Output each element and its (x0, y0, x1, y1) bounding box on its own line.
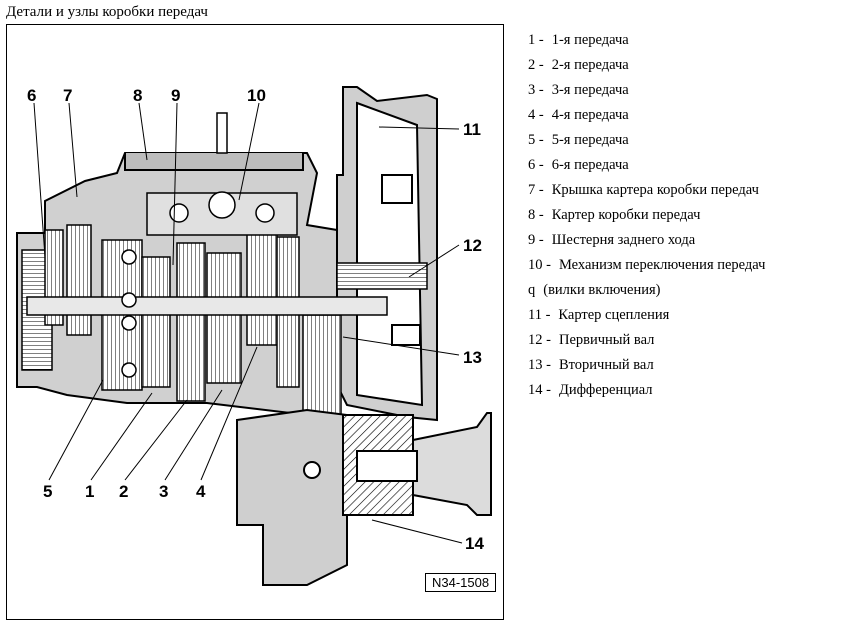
legend-item: 1 - 1-я передача (528, 30, 765, 55)
legend-number: 14 - (528, 382, 551, 398)
legend-text: 6-я передача (551, 157, 629, 173)
callout-9: 9 (171, 86, 180, 105)
legend-text: (вилки включения) (543, 282, 661, 298)
callout-1: 1 (85, 482, 94, 501)
legend-number: 3 - (528, 82, 544, 98)
legend-item: 7 - Крышка картера коробки передач (528, 180, 765, 205)
callout-11: 11 (463, 120, 481, 139)
legend-text: 5-я передача (551, 132, 629, 148)
gearbox-drawing: 6 7 8 9 10 11 12 13 14 5 1 2 3 4 (16, 86, 492, 586)
legend-item: 10 - Механизм переключения передач (528, 255, 765, 280)
legend-item: 6 - 6-я передача (528, 155, 765, 180)
legend-text: Шестерня заднего хода (551, 232, 696, 248)
callout-5: 5 (43, 482, 52, 501)
legend-item: 2 - 2-я передача (528, 55, 765, 80)
gearbox-diagram: 6 7 8 9 10 11 12 13 14 5 1 2 3 4 (6, 24, 504, 620)
callout-13: 13 (463, 348, 482, 367)
legend-number: 10 - (528, 257, 551, 273)
legend-item: 11 - Картер сцепления (528, 305, 765, 330)
legend-item: 3 - 3-я передача (528, 80, 765, 105)
legend-text: 1-я передача (551, 32, 629, 48)
legend-item: 12 - Первичный вал (528, 330, 765, 355)
legend-item: 5 - 5-я передача (528, 130, 765, 155)
legend: 1 - 1-я передача 2 - 2-я передача 3 - 3-я п… (528, 30, 765, 405)
callout-3: 3 (159, 482, 168, 501)
legend-number: q (528, 282, 536, 298)
callout-7: 7 (63, 86, 72, 105)
legend-text: Крышка картера коробки передач (551, 182, 759, 198)
clutch-housing (336, 86, 438, 422)
callout-8: 8 (133, 86, 142, 105)
legend-text: 4-я передача (551, 107, 629, 123)
legend-item: 8 - Картер коробки передач (528, 205, 765, 230)
legend-text: 3-я передача (551, 82, 629, 98)
legend-text: Первичный вал (558, 332, 655, 348)
legend-item: 9 - Шестерня заднего хода (528, 230, 765, 255)
legend-number: 7 - (528, 182, 544, 198)
differential (236, 408, 492, 586)
callout-14: 14 (465, 534, 484, 553)
legend-number: 11 - (528, 307, 551, 323)
legend-number: 1 - (528, 32, 544, 48)
legend-item: 14 - Дифференциал (528, 380, 765, 405)
legend-text: Дифференциал (558, 382, 653, 398)
callout-4: 4 (196, 482, 206, 501)
figure-reference: N34-1508 (425, 573, 497, 592)
callout-10: 10 (247, 86, 266, 105)
callout-2: 2 (119, 482, 128, 501)
legend-item: 4 - 4-я передача (528, 105, 765, 130)
legend-number: 2 - (528, 57, 544, 73)
legend-number: 9 - (528, 232, 544, 248)
legend-number: 12 - (528, 332, 551, 348)
legend-item: q (вилки включения) (528, 280, 765, 305)
legend-number: 6 - (528, 157, 544, 173)
legend-text: Картер сцепления (558, 307, 670, 323)
leader-lines (33, 102, 463, 544)
legend-number: 4 - (528, 107, 544, 123)
page-title: Детали и узлы коробки передач (6, 4, 208, 20)
legend-text: 2-я передача (551, 57, 629, 73)
callout-numbers: 6 7 8 9 10 11 12 13 14 5 1 2 3 4 (27, 86, 484, 553)
callout-12: 12 (463, 236, 482, 255)
legend-number: 8 - (528, 207, 544, 223)
legend-text: Механизм переключения передач (558, 257, 766, 273)
legend-item: 13 - Вторичный вал (528, 355, 765, 380)
legend-number: 13 - (528, 357, 551, 373)
callout-6: 6 (27, 86, 36, 105)
legend-text: Вторичный вал (558, 357, 654, 373)
legend-number: 5 - (528, 132, 544, 148)
legend-text: Картер коробки передач (551, 207, 701, 223)
shaft-assembly (21, 224, 428, 556)
